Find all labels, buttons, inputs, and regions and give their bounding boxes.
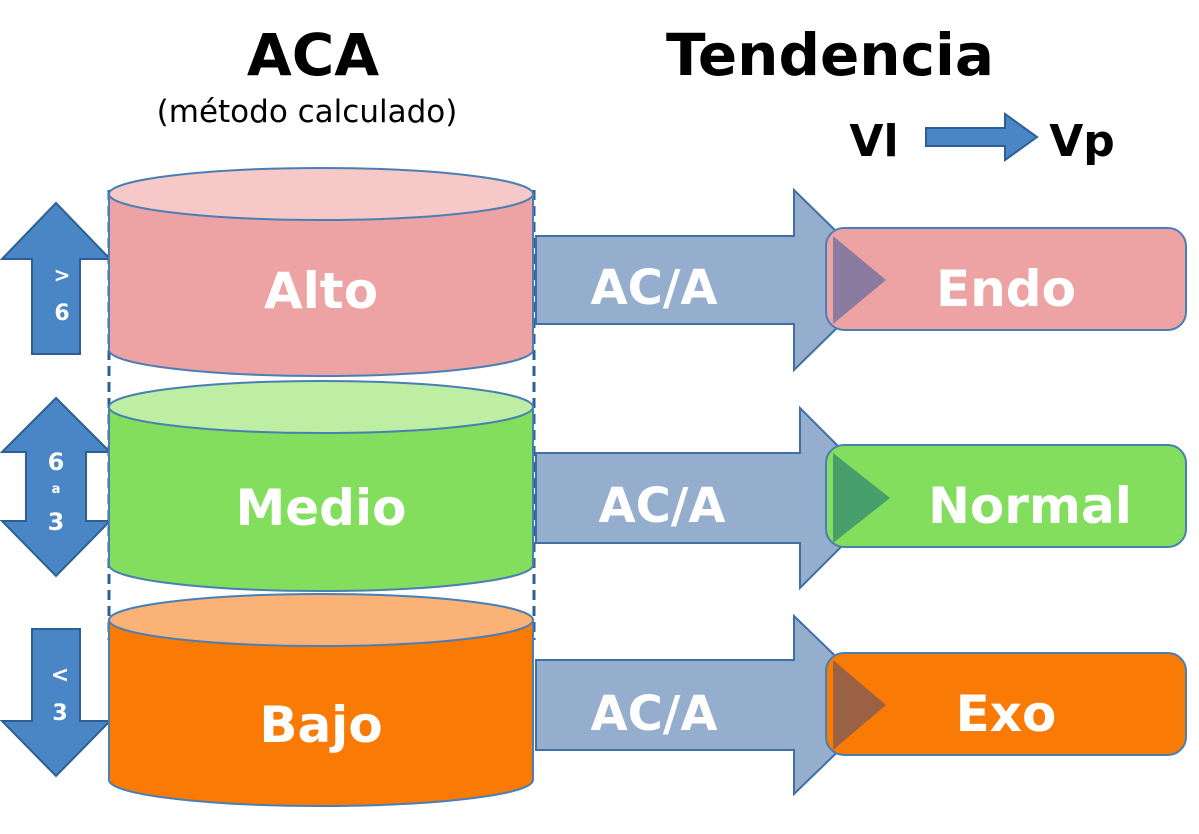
level-label-bajo: Bajo [259,696,382,754]
legend-arrow-icon [925,112,1039,162]
result-label-endo: Endo [936,260,1076,318]
cylinder-top-medio [108,380,534,434]
ratio-label-medio: AC/A [598,478,725,534]
result-label-normal: Normal [928,477,1132,535]
result-overlap-endo [833,236,886,324]
tendencia-title: Tendencia [666,21,994,89]
range-label-line1: > [54,263,71,287]
range-label-line3: 3 [48,508,65,536]
legend-from-label: Vl [849,116,898,167]
level-label-alto: Alto [264,262,378,320]
result-overlap-exo [833,660,886,750]
result-label-exo: Exo [956,685,1057,743]
range-label-line2: 3 [52,701,67,726]
cylinder-top-bajo [108,593,534,647]
level-label-medio: Medio [236,479,407,537]
level-row-alto: > 6 Alto AC/A Endo [0,167,1187,377]
level-cylinder-bajo [108,619,534,807]
result-box-endo [825,227,1187,331]
cylinder-top-alto [108,167,534,221]
result-box-exo [825,652,1187,756]
level-row-medio: 6 a 3 Medio AC/A Normal [0,380,1187,592]
range-up-arrow-icon [0,201,113,355]
range-down-arrow-icon [0,628,113,778]
range-label-line1: < [51,663,69,688]
legend-to-label: Vp [1049,116,1115,167]
range-label-line2: a [52,482,61,497]
aca-title: ACA [247,21,379,89]
ratio-label-bajo: AC/A [590,686,717,742]
level-cylinder-medio [108,406,534,592]
aca-subtitle: (método calculado) [157,94,458,130]
level-cylinder-alto [108,193,534,377]
result-overlap-normal [833,453,890,543]
range-label-line1: 6 [48,448,65,476]
ratio-label-alto: AC/A [590,260,717,316]
range-both-arrow-icon [0,396,113,578]
result-box-normal [825,444,1187,548]
range-label-line2: 6 [54,301,69,326]
level-row-bajo: < 3 Bajo AC/A Exo [0,593,1187,807]
